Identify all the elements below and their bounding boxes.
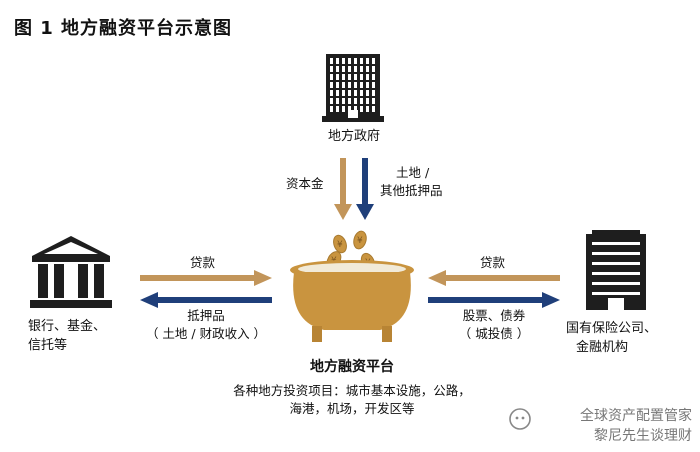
other-collateral-label: 其他抵押品 xyxy=(380,183,443,198)
svg-text:¥: ¥ xyxy=(337,240,343,250)
watermark-line1: 全球资产配置管家 xyxy=(580,408,692,424)
banks-loan-arrow xyxy=(140,270,272,286)
capital-arrow xyxy=(334,158,352,220)
svg-text:¥: ¥ xyxy=(357,236,363,246)
insurers-label-line1: 国有保险公司、 xyxy=(566,321,658,336)
capital-label: 资本金 xyxy=(286,176,324,191)
banks-collateral-detail: （ 土地 / 财政收入 ） xyxy=(145,326,267,341)
insurers-loan-arrow xyxy=(428,270,560,286)
land-label: 土地 / xyxy=(396,165,430,180)
figure-title: 图 1 地方融资平台示意图 xyxy=(14,18,233,39)
bank-building-icon xyxy=(30,236,112,308)
banks-collateral-label: 抵押品 xyxy=(187,308,225,323)
banks-label-line1: 银行、基金、 xyxy=(28,319,107,334)
insurers-loan-label: 贷款 xyxy=(480,255,506,270)
watermark-line2: 黎尼先生谈理财 xyxy=(594,428,692,444)
insurers-bonds-label: 股票、债券 xyxy=(462,308,526,323)
office-building-icon xyxy=(586,230,646,310)
government-label: 地方政府 xyxy=(327,129,380,144)
insurers-bonds-detail: （ 城投债 ） xyxy=(458,326,530,341)
insurers-label-line2: 金融机构 xyxy=(576,340,629,355)
banks-collateral-arrow xyxy=(140,292,272,308)
platform-desc-line2: 海港，机场，开发区等 xyxy=(289,401,415,416)
government-building-icon xyxy=(322,54,384,122)
insurers-bonds-arrow xyxy=(428,292,560,308)
watermark: 全球资产配置管家 黎尼先生谈理财 xyxy=(580,406,692,446)
platform-label: 地方融资平台 xyxy=(310,359,394,375)
banks-loan-label: 贷款 xyxy=(190,255,216,270)
collateral-arrow xyxy=(356,158,374,220)
platform-desc-line1: 各种地方投资项目：城市基本设施，公路， xyxy=(233,383,471,398)
wechat-logo-icon xyxy=(509,408,531,430)
pot-icon: ¥¥ ¥¥ xyxy=(290,230,414,342)
banks-label-line2: 信托等 xyxy=(28,338,68,353)
